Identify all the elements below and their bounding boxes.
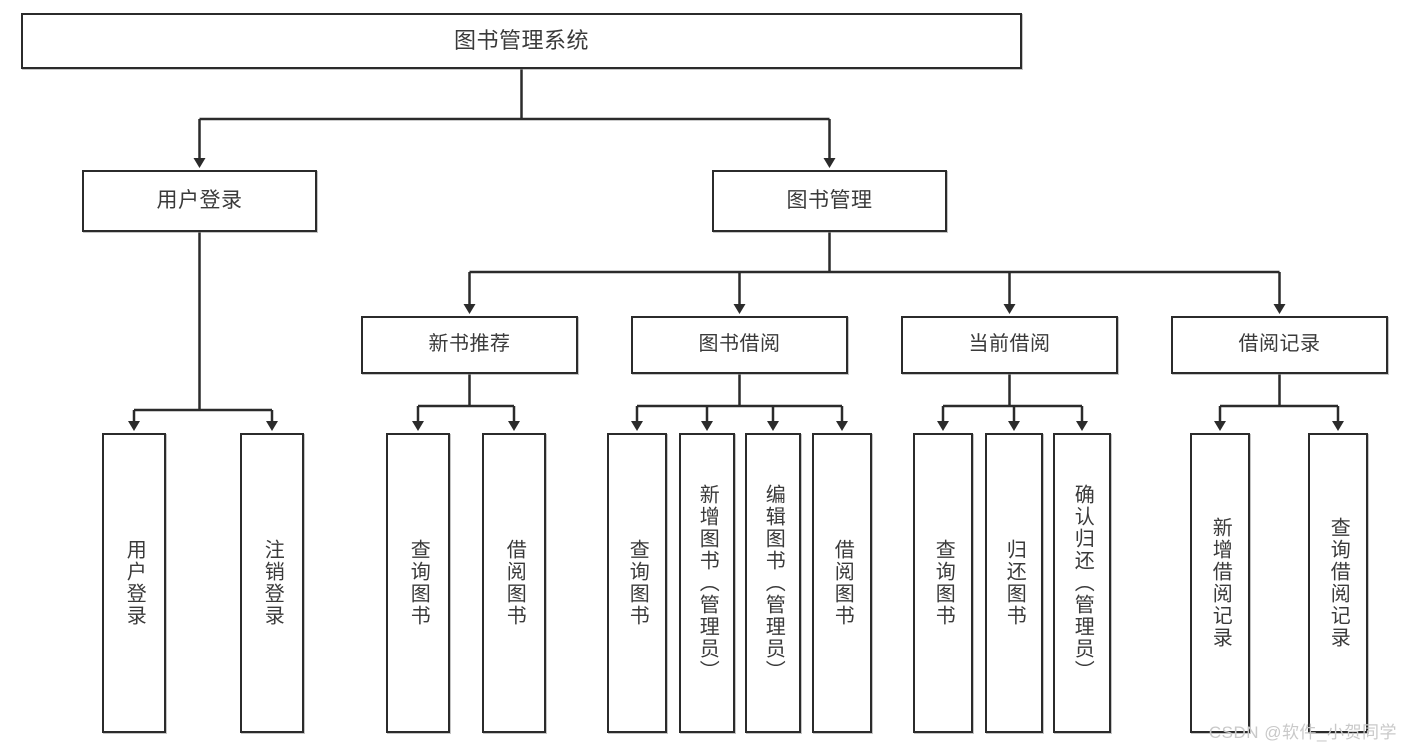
node-current[interactable]: 当前借阅 [901,316,1118,374]
node-label-bookmgmt: 图书管理 [786,188,873,212]
node-bookmgmt[interactable]: 图书管理 [712,170,947,232]
node-leaf-user-login[interactable]: 用户登录 [102,433,166,733]
node-leaf-query-book-2[interactable]: 查询图书 [607,433,667,733]
node-leaf-query-book-3[interactable]: 查询图书 [913,433,973,733]
node-login[interactable]: 用户登录 [82,170,317,232]
node-records[interactable]: 借阅记录 [1171,316,1388,374]
node-root[interactable]: 图书管理系统 [21,13,1022,69]
node-label-leaf-borrow-book-1: 借阅图书 [503,539,526,627]
node-label-current: 当前借阅 [968,333,1051,356]
node-leaf-return-book[interactable]: 归还图书 [985,433,1043,733]
node-leaf-add-book[interactable]: 新增图书（管理员） [679,433,735,733]
node-label-leaf-user-logout: 注销登录 [261,539,284,627]
node-label-root: 图书管理系统 [453,28,589,54]
node-label-leaf-query-book-2: 查询图书 [626,539,649,627]
node-leaf-user-logout[interactable]: 注销登录 [240,433,304,733]
node-leaf-add-record[interactable]: 新增借阅记录 [1190,433,1250,733]
watermark-label: CSDN @软件_小贺同学 [1208,723,1397,742]
node-label-borrow: 图书借阅 [698,333,781,356]
node-label-login: 用户登录 [156,188,243,212]
node-leaf-confirm-return[interactable]: 确认归还（管理员） [1053,433,1111,733]
node-leaf-edit-book[interactable]: 编辑图书（管理员） [745,433,801,733]
node-borrow[interactable]: 图书借阅 [631,316,848,374]
node-label-leaf-query-book-3: 查询图书 [932,539,955,627]
node-leaf-query-record[interactable]: 查询借阅记录 [1308,433,1368,733]
node-label-leaf-query-record: 查询借阅记录 [1327,517,1350,649]
node-label-leaf-edit-book: 编辑图书（管理员） [762,484,785,682]
node-label-leaf-return-book: 归还图书 [1003,539,1026,627]
node-label-leaf-add-book: 新增图书（管理员） [696,484,719,682]
node-label-newbook: 新书推荐 [428,333,511,356]
node-label-leaf-query-book-1: 查询图书 [407,539,430,627]
node-leaf-borrow-book-1[interactable]: 借阅图书 [482,433,546,733]
node-leaf-query-book-1[interactable]: 查询图书 [386,433,450,733]
node-label-leaf-user-login: 用户登录 [123,539,146,627]
node-newbook[interactable]: 新书推荐 [361,316,578,374]
node-label-records: 借阅记录 [1238,333,1321,356]
node-label-leaf-add-record: 新增借阅记录 [1209,517,1232,649]
node-label-leaf-confirm-return: 确认归还（管理员） [1071,484,1094,682]
node-leaf-borrow-book-2[interactable]: 借阅图书 [812,433,872,733]
node-label-leaf-borrow-book-2: 借阅图书 [831,539,854,627]
